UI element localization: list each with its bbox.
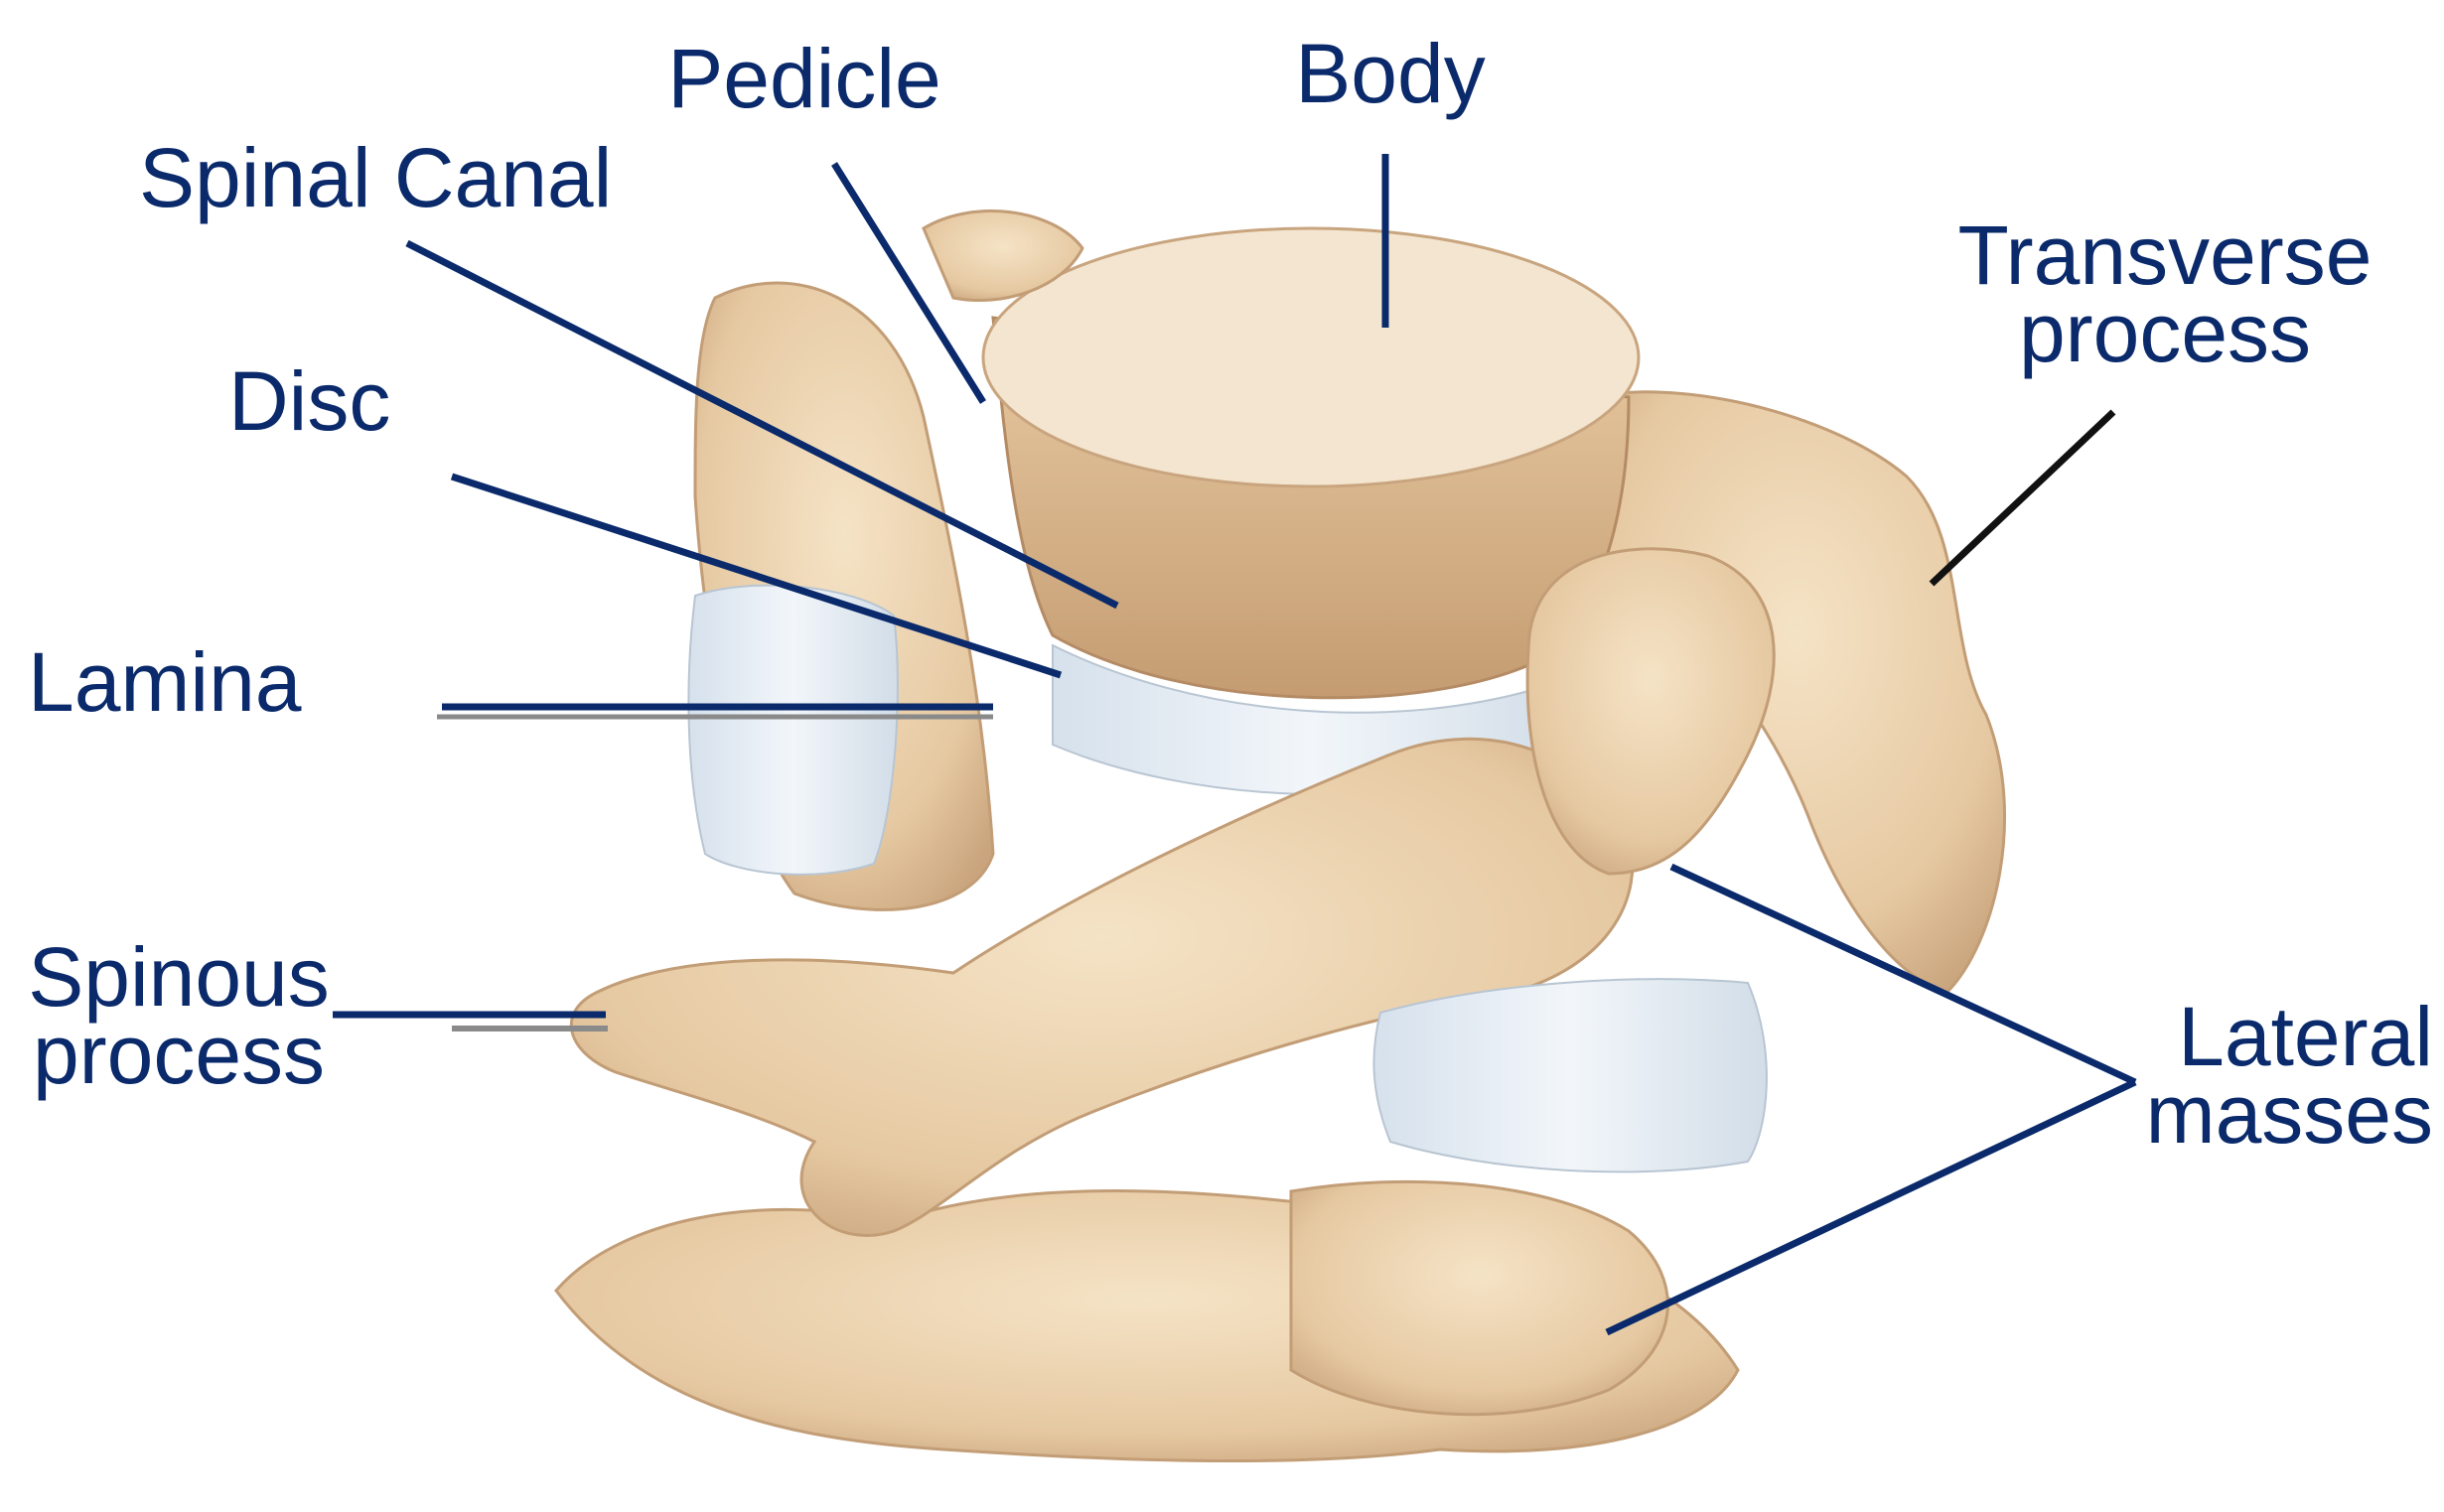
left-disc: [688, 586, 897, 875]
label-spinal-canal: Spinal Canal: [139, 139, 612, 216]
label-lamina: Lamina: [28, 643, 302, 721]
label-pedicle: Pedicle: [655, 40, 953, 117]
label-spinous-process-line1: Spinous: [20, 938, 338, 1016]
right-disc: [1373, 979, 1767, 1171]
vertebral-body-top: [983, 228, 1639, 486]
label-spinous-process-line2: process: [20, 1016, 338, 1093]
label-body: Body: [1241, 35, 1539, 112]
label-spinous-process: Spinous process: [20, 938, 338, 1093]
label-transverse-process: Transverse process: [1927, 216, 2403, 371]
lateral-mass-upper: [1527, 549, 1774, 874]
label-transverse-process-line1: Transverse: [1927, 216, 2403, 294]
label-lateral-masses: Lateral masses: [2135, 998, 2433, 1153]
label-lateral-masses-line1: Lateral: [2135, 998, 2433, 1075]
label-lateral-masses-line2: masses: [2135, 1075, 2433, 1153]
lateral-mass-lower: [1291, 1181, 1667, 1414]
transverse-process-leader: [1932, 412, 2113, 584]
label-disc: Disc: [228, 362, 390, 440]
label-transverse-process-line2: process: [1927, 294, 2403, 371]
